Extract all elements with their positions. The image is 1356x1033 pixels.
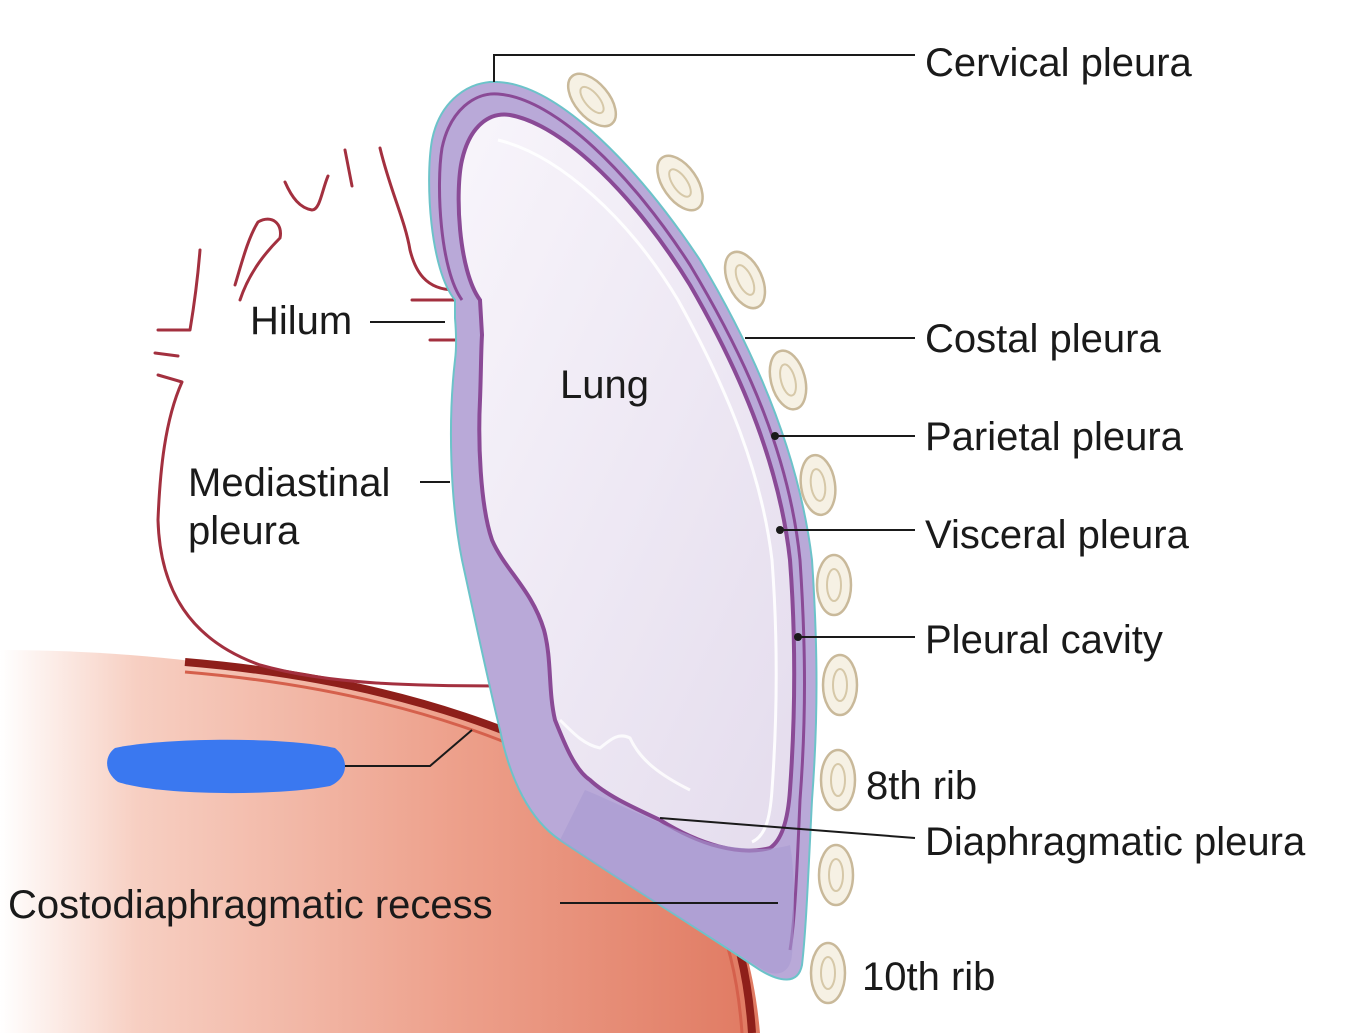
pleural-recess-fill [560, 790, 795, 974]
label-lung: Lung [560, 363, 649, 407]
ribs [566, 72, 859, 1005]
labels: Cervical pleura Hilum Lung Costal pleura… [8, 41, 1306, 999]
lung [456, 112, 797, 853]
rib-icon [723, 250, 767, 310]
rib-icon [768, 349, 808, 411]
label-diaphragmatic-pleura: Diaphragmatic pleura [925, 820, 1306, 864]
label-cervical-pleura: Cervical pleura [925, 41, 1193, 85]
redaction-mark [107, 739, 346, 794]
label-costodiaphragmatic-recess: Costodiaphragmatic recess [8, 883, 493, 927]
label-parietal-pleura: Parietal pleura [925, 415, 1184, 459]
label-pleural-cavity: Pleural cavity [925, 618, 1163, 662]
label-hilum: Hilum [250, 299, 352, 343]
visceral-pleura-highlight [497, 138, 778, 844]
rib-icon [817, 843, 855, 907]
label-mediastinal-pleura-line2: pleura [188, 509, 300, 553]
rib-icon [566, 72, 618, 128]
label-costal-pleura: Costal pleura [925, 317, 1161, 361]
rib-icon [799, 453, 837, 517]
label-mediastinal-pleura-line1: Mediastinal [188, 461, 390, 505]
rib-icon [821, 653, 859, 717]
pleura-and-lung [428, 80, 818, 981]
label-8th-rib: 8th rib [866, 764, 977, 808]
label-10th-rib: 10th rib [862, 955, 995, 999]
rib-icon [815, 553, 853, 617]
parietal-pleura-line [438, 92, 806, 951]
leader-lines [340, 54, 916, 904]
rib-icon [819, 748, 857, 812]
label-visceral-pleura: Visceral pleura [925, 513, 1190, 557]
rib-icon [809, 941, 847, 1005]
rib-icon [656, 154, 704, 212]
